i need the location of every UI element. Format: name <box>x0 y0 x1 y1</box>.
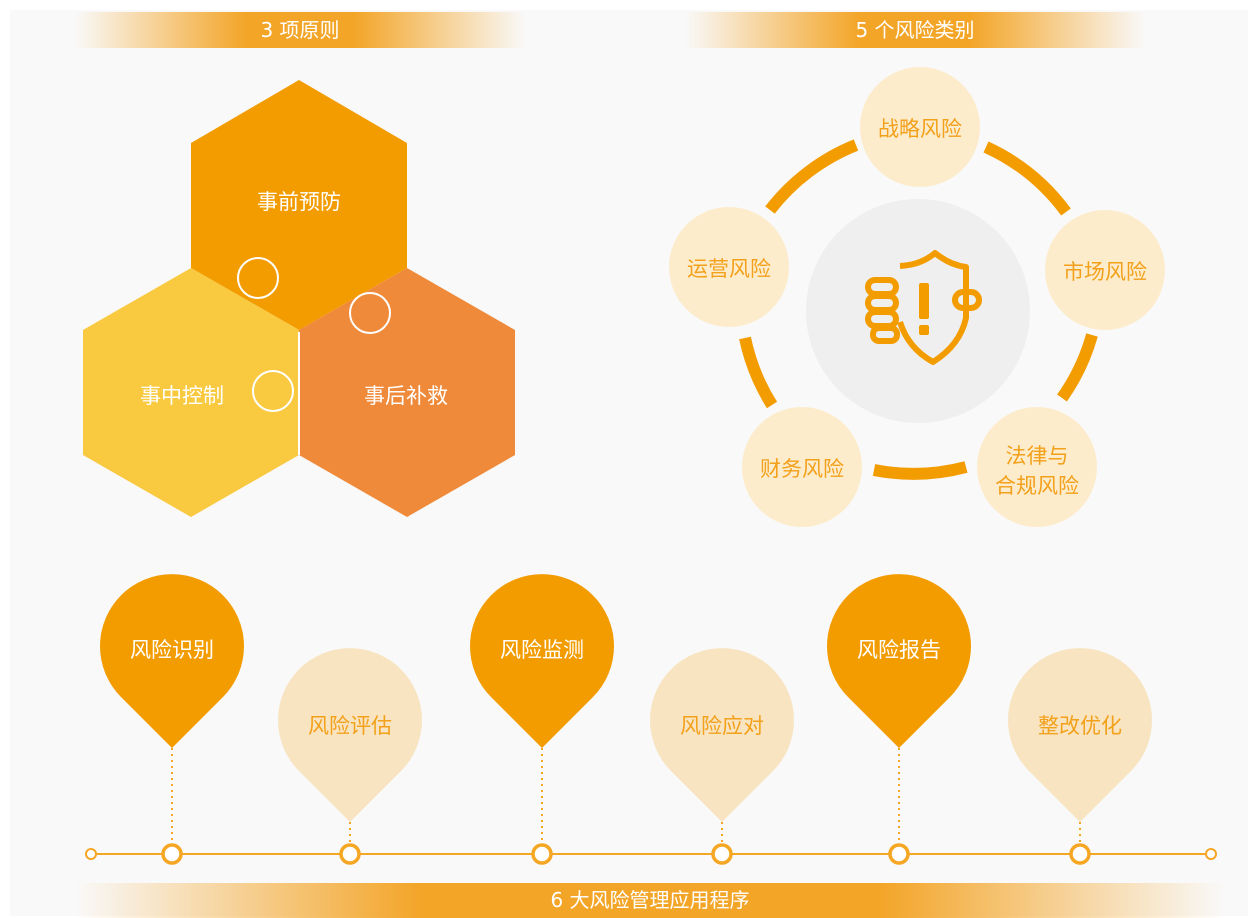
ring-arc-5 <box>765 139 859 214</box>
step-risk-monitoring-label: 风险监测 <box>500 638 584 662</box>
puzzle-tab-prevention <box>237 257 279 299</box>
timeline-node-6 <box>1069 843 1091 865</box>
puzzle-tab-remedy <box>349 292 391 334</box>
principle-control-label: 事中控制 <box>140 384 224 408</box>
categories-title-banner: 5 个风险类别 <box>685 12 1145 48</box>
timeline-start-dot <box>85 848 97 860</box>
category-market-label: 市场风险 <box>1063 260 1147 284</box>
category-legal-line1-label: 法律与 <box>1005 444 1069 468</box>
timeline-node-5 <box>888 843 910 865</box>
step-risk-response-label: 风险应对 <box>680 714 764 738</box>
procedure-title-banner: 6 大风险管理应用程序 <box>75 883 1225 918</box>
pin-risk-identification <box>100 574 244 748</box>
pin-rectification <box>1008 648 1152 822</box>
pin-risk-assessment <box>278 648 422 822</box>
category-circle-finance <box>742 407 862 527</box>
category-strategy-label: 战略风险 <box>878 117 962 141</box>
pin-risk-response <box>650 648 795 822</box>
principle-prevention-label: 事前预防 <box>257 190 341 214</box>
ring-arc-4 <box>739 336 778 409</box>
pin-risk-report <box>826 574 971 748</box>
step-risk-assessment-label: 风险评估 <box>308 714 392 738</box>
category-finance-label: 财务风险 <box>760 457 844 481</box>
timeline-node-4 <box>711 843 733 865</box>
ring-arc-3 <box>872 461 968 480</box>
ring-arc-2 <box>1057 333 1098 402</box>
shield-warning-hand-icon <box>865 250 982 365</box>
center-circle <box>806 199 1030 423</box>
timeline-node-1 <box>161 843 183 865</box>
timeline-node-2 <box>339 843 361 865</box>
hexagon-remedy <box>299 268 515 517</box>
category-legal-line2-label: 合规风险 <box>995 474 1079 498</box>
category-circle-legal <box>977 407 1097 527</box>
category-circle-operation <box>669 207 789 327</box>
hexagon-control <box>83 268 299 517</box>
step-risk-identification-label: 风险识别 <box>130 638 214 662</box>
step-rectification-label: 整改优化 <box>1038 714 1122 738</box>
step-risk-report-label: 风险报告 <box>857 638 941 662</box>
pin-risk-monitoring <box>470 574 614 748</box>
ring-arc-1 <box>983 141 1071 216</box>
timeline-end-dot <box>1205 848 1217 860</box>
category-circle-market <box>1045 210 1165 330</box>
category-operation-label: 运营风险 <box>687 257 771 281</box>
timeline-node-3 <box>531 843 553 865</box>
principle-remedy-label: 事后补救 <box>364 384 448 408</box>
puzzle-tab-control <box>252 370 294 412</box>
category-circle-strategy <box>860 67 980 187</box>
principles-title-banner: 3 项原则 <box>75 12 525 48</box>
